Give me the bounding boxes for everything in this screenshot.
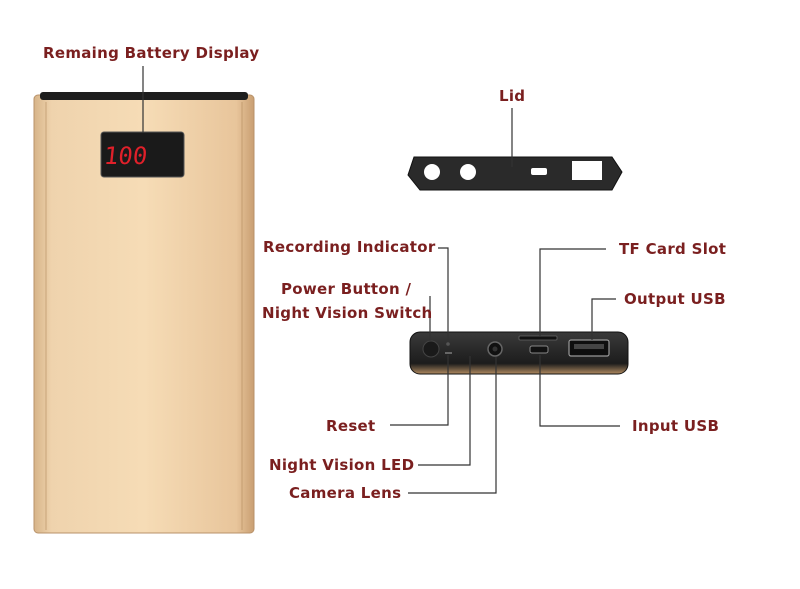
label-reset: Reset (326, 417, 376, 435)
lid-hole-left (424, 164, 440, 180)
end-view-leader-lines (390, 247, 620, 494)
label-tf-card-slot: TF Card Slot (619, 240, 727, 258)
label-night-vision-led: Night Vision LED (269, 456, 415, 474)
device-end-view (409, 331, 629, 375)
leader-line-camera-lens (408, 357, 497, 494)
recording-indicator-shape (446, 342, 450, 346)
power-bank-body (33, 92, 255, 534)
label-power-button-line2: Night Vision Switch (262, 304, 433, 322)
lid-plate (407, 156, 623, 191)
label-output-usb: Output USB (624, 290, 726, 308)
label-camera-lens: Camera Lens (289, 484, 402, 502)
leader-line-tf-card-slot (539, 248, 606, 336)
battery-display-readout: 100 (102, 142, 148, 170)
leader-line-night-vision-led (418, 356, 471, 466)
leader-line-recording-indicator (438, 247, 449, 342)
label-input-usb: Input USB (632, 417, 720, 435)
label-remaining-battery-display: Remaing Battery Display (43, 44, 260, 62)
leader-line-output-usb (591, 298, 616, 340)
micro-usb-port-shape (529, 345, 549, 354)
reset-hole-shape (445, 352, 452, 354)
leader-line-reset (390, 355, 449, 426)
label-power-button-line1: Power Button / (281, 280, 412, 298)
lid-usb-cutout (572, 161, 602, 180)
lid-micro-usb-cutout (531, 168, 547, 175)
leader-line-input-usb (539, 355, 620, 427)
power-button-shape (422, 340, 440, 358)
lid-hole-right (460, 164, 476, 180)
tf-card-slot-shape (518, 335, 558, 341)
label-lid: Lid (499, 87, 526, 105)
battery-display: 100 (100, 131, 185, 178)
label-recording-indicator: Recording Indicator (263, 238, 436, 256)
